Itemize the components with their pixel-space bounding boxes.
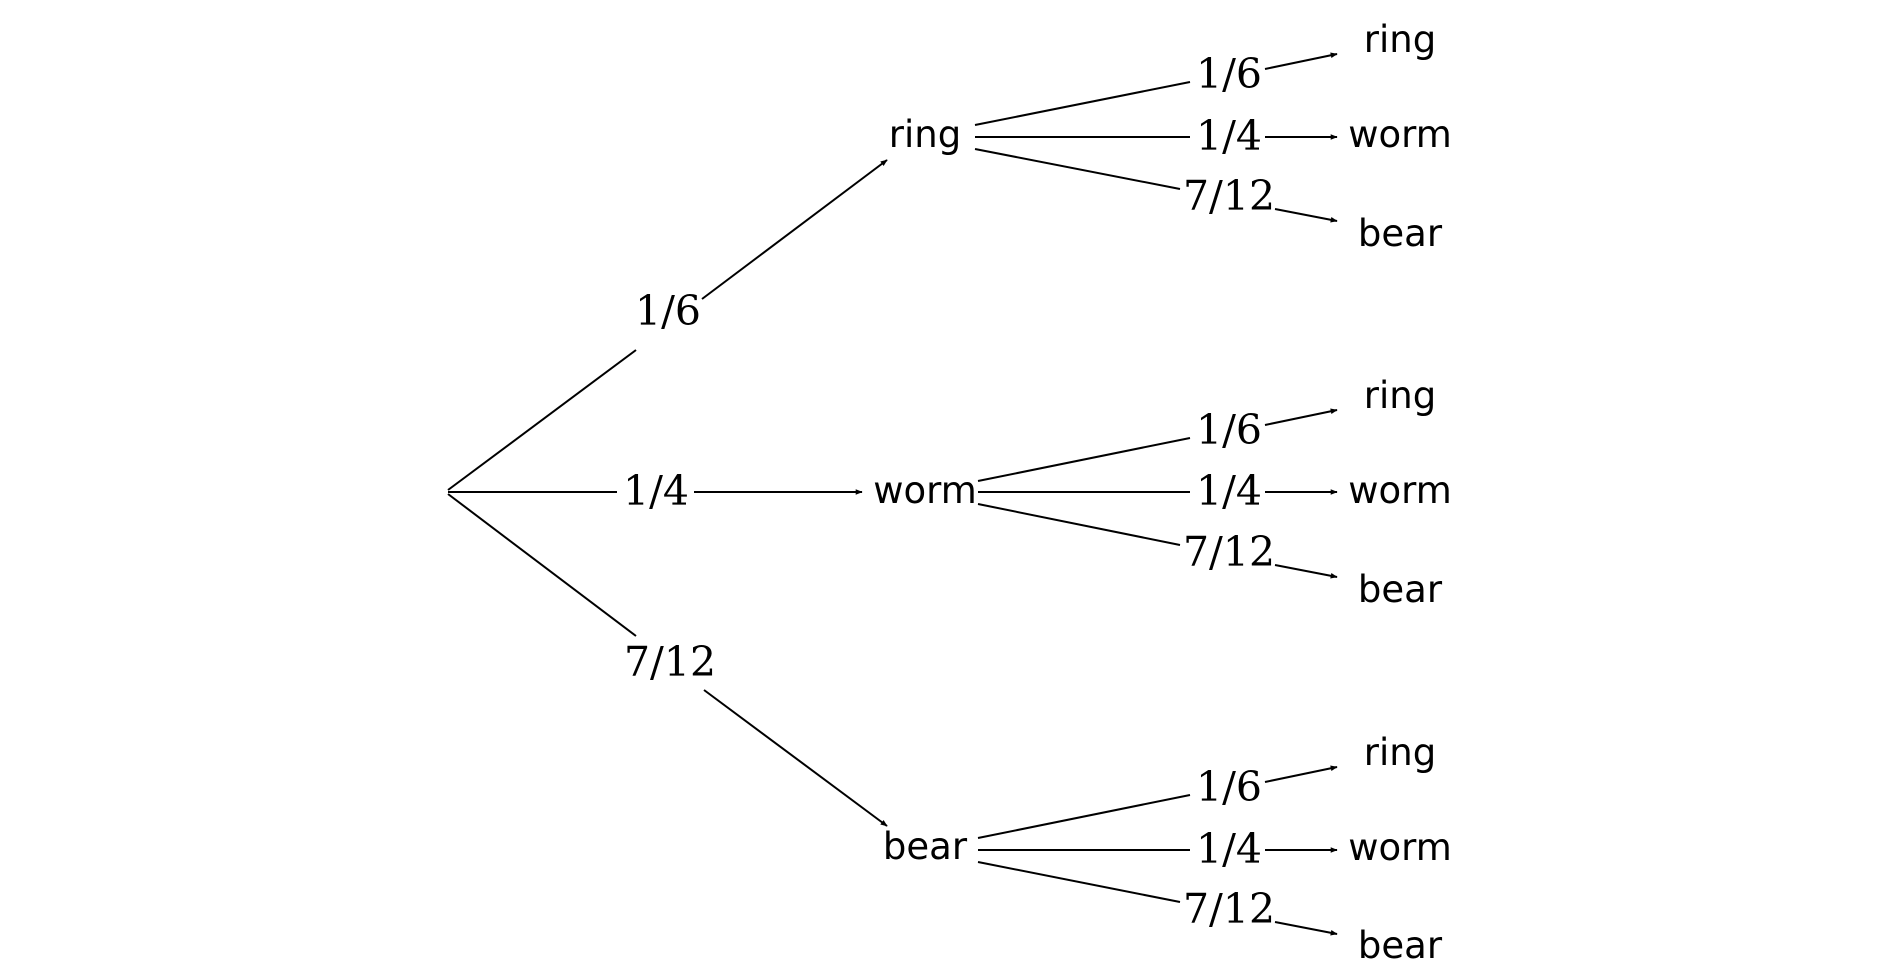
probability-label: 1/6 <box>1196 763 1262 811</box>
probability-label: 7/12 <box>1183 172 1275 220</box>
probability-label: 7/12 <box>1183 885 1275 933</box>
edge-root-to-worm: 1/4 <box>448 467 863 515</box>
probability-label: 1/4 <box>1196 467 1262 515</box>
probability-label: 1/6 <box>1196 50 1262 98</box>
probability-label: 1/6 <box>1196 406 1262 454</box>
leaf-ring: ring <box>1364 731 1436 774</box>
probability-label: 1/4 <box>1196 112 1262 160</box>
branch-group-worm: 1/6 1/4 7/12 ring worm bear <box>977 374 1452 611</box>
leaf-ring: ring <box>1364 18 1436 61</box>
leaf-worm: worm <box>1348 826 1452 869</box>
edge-root-to-bear: 7/12 <box>447 493 888 827</box>
node-worm: worm <box>873 469 977 512</box>
edge-root-to-ring: 1/6 <box>447 159 888 491</box>
probability-label: 1/6 <box>635 287 701 335</box>
probability-label: 7/12 <box>1183 528 1275 576</box>
branch-group-bear: 1/6 1/4 7/12 ring worm bear <box>977 731 1452 967</box>
node-bear: bear <box>883 825 968 868</box>
node-ring: ring <box>889 113 961 156</box>
leaf-ring: ring <box>1364 374 1436 417</box>
leaf-bear: bear <box>1358 924 1443 967</box>
leaf-worm: worm <box>1348 469 1452 512</box>
branch-group-ring: 1/6 1/4 7/12 ring worm bear <box>974 18 1452 255</box>
leaf-bear: bear <box>1358 212 1443 255</box>
probability-label: 7/12 <box>624 638 716 686</box>
probability-label: 1/4 <box>1196 825 1262 873</box>
leaf-bear: bear <box>1358 568 1443 611</box>
probability-label: 1/4 <box>623 467 689 515</box>
leaf-worm: worm <box>1348 113 1452 156</box>
